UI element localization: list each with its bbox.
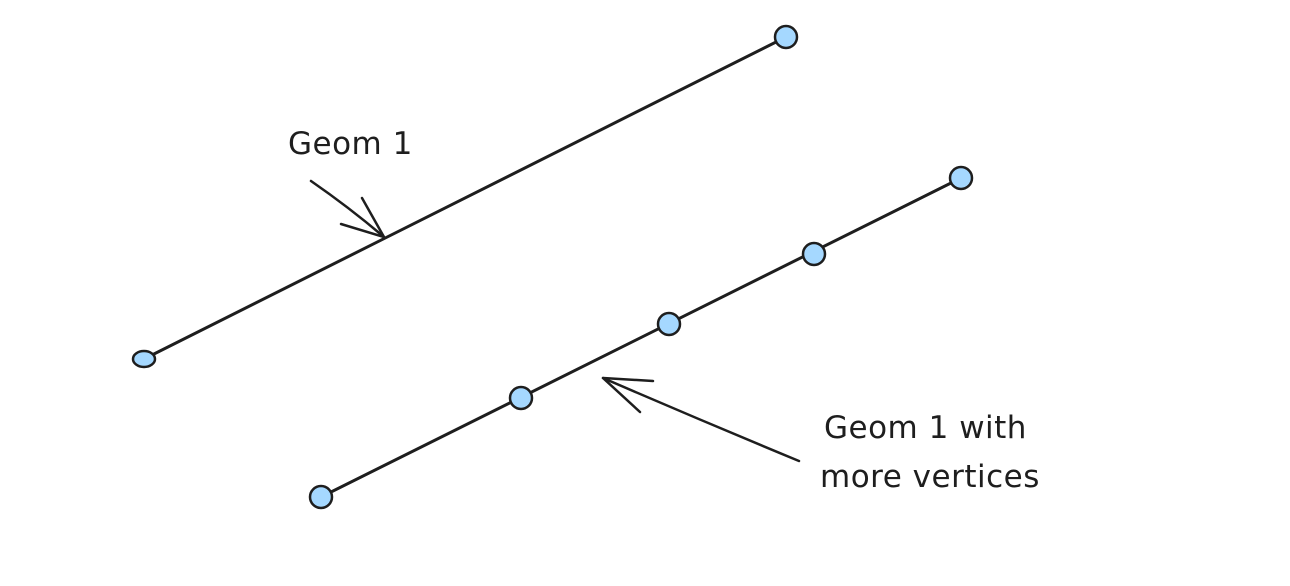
geom2-vertex — [308, 484, 334, 510]
geom2-label-line1: Geom 1 with — [824, 410, 1027, 446]
geom2-vertex — [656, 311, 682, 337]
geom2-label-line2: more vertices — [820, 459, 1040, 495]
geom1-vertex — [131, 349, 157, 369]
geom1-line — [142, 35, 788, 361]
geom1-group — [131, 24, 799, 369]
geom2-group — [308, 165, 974, 510]
geom2-arrow — [601, 376, 801, 463]
geom1-arrowhead — [339, 196, 386, 239]
geom2-arrowhead — [601, 376, 655, 414]
geom1-annotation: Geom 1 — [288, 126, 413, 239]
geom2-vertex — [948, 165, 974, 191]
geom1-vertex — [773, 24, 799, 50]
geom1-label: Geom 1 — [288, 126, 413, 162]
geom2-line — [319, 176, 963, 499]
geom2-annotation: Geom 1 with more vertices — [601, 376, 1040, 495]
geom1-arrow — [309, 179, 386, 239]
geom2-vertex — [801, 241, 827, 267]
geom2-vertex — [508, 385, 534, 411]
